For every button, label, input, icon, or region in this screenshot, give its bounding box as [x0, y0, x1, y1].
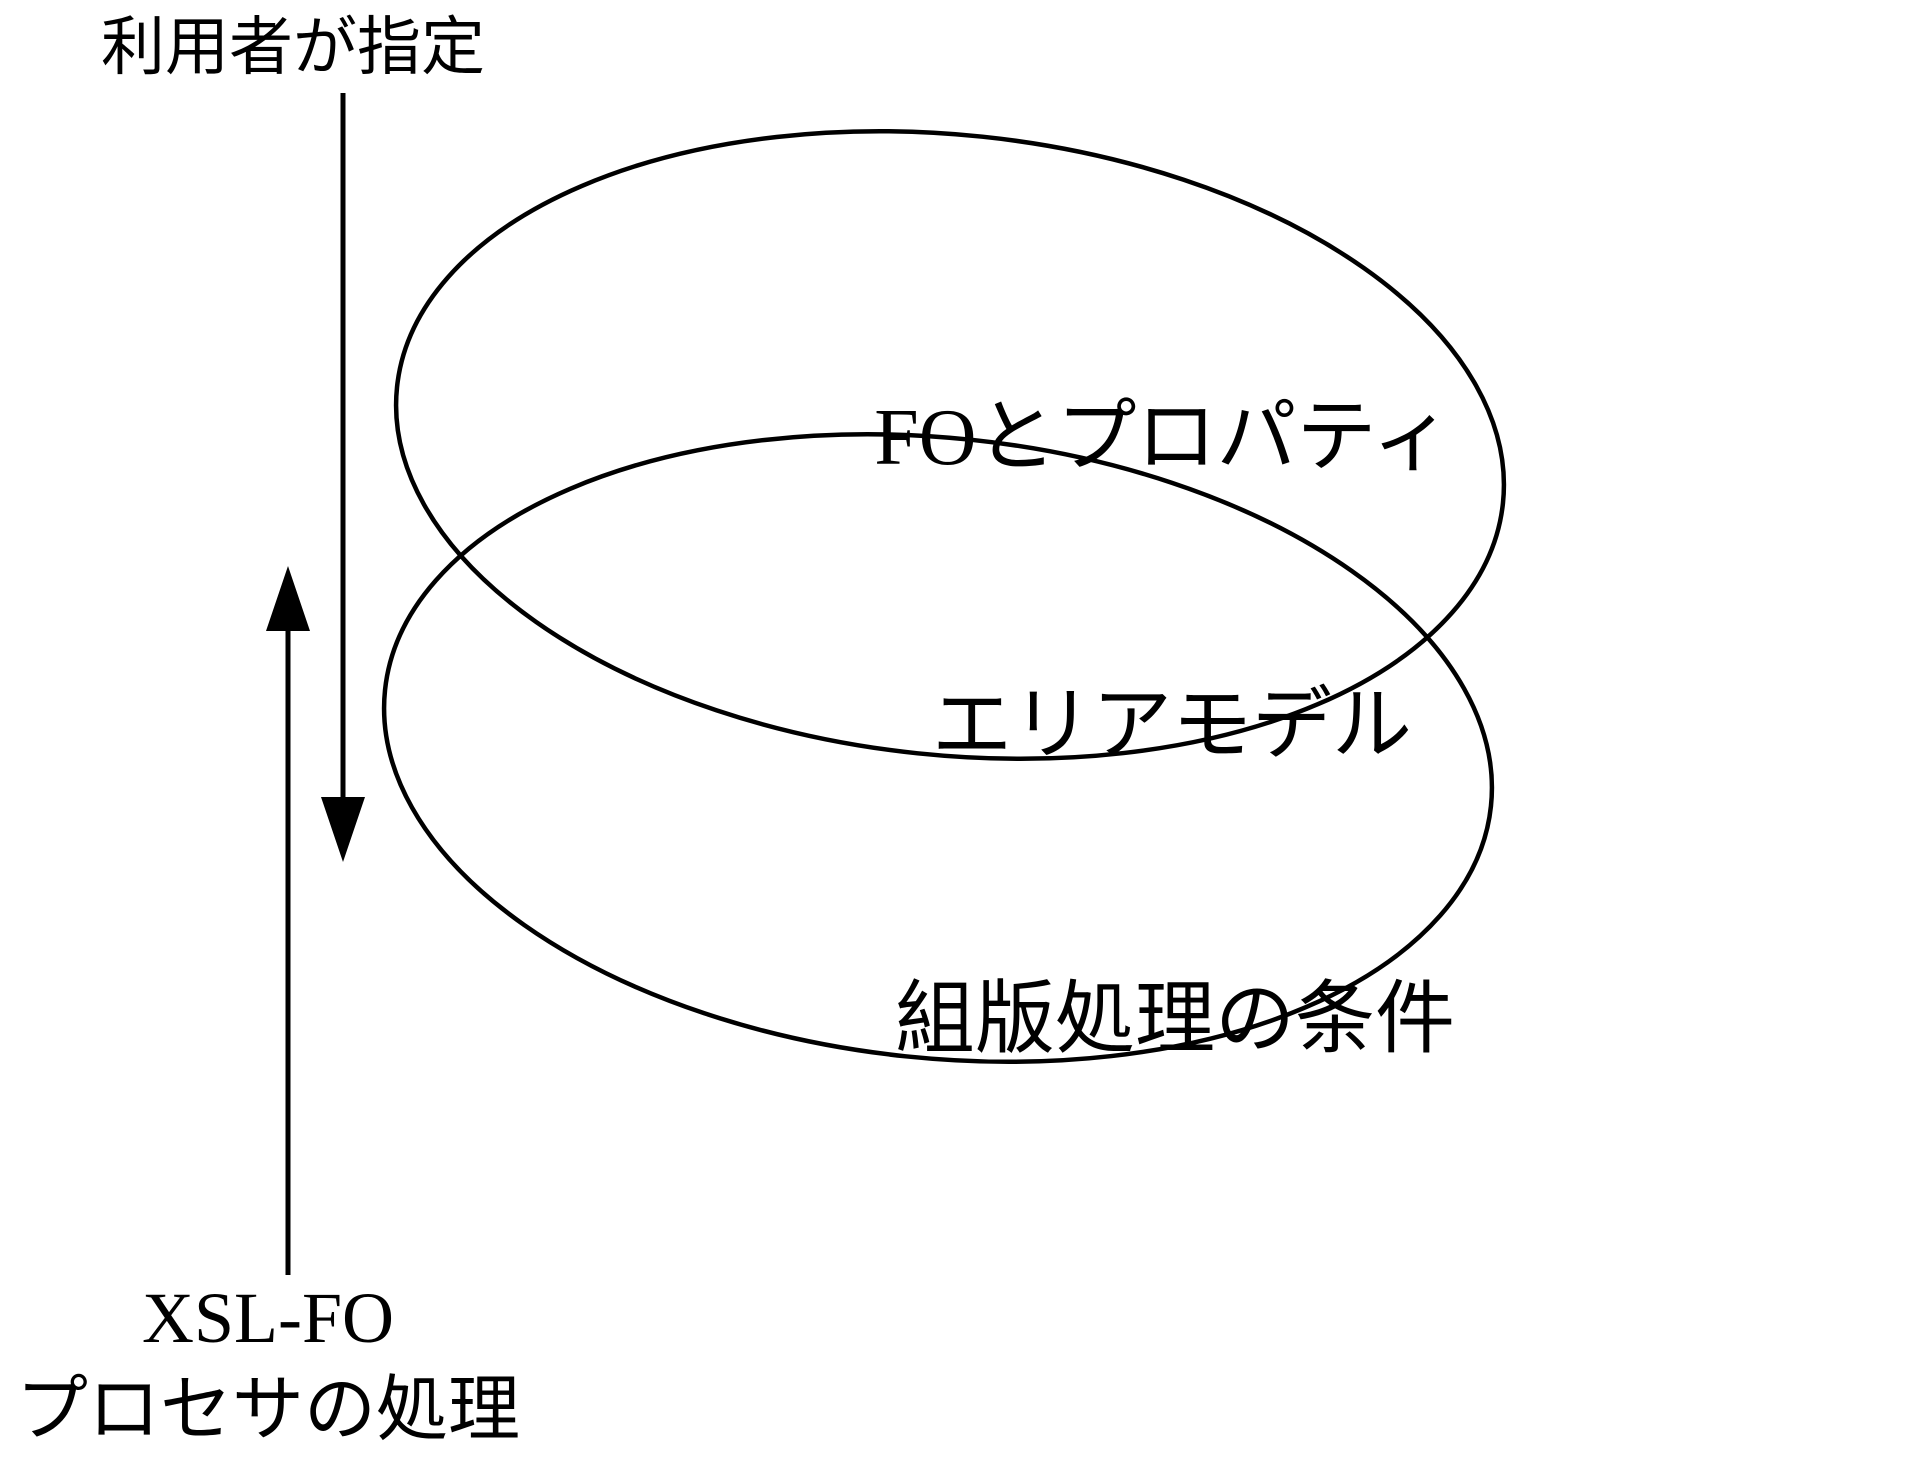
bottom-ellipse-label: 組版処理の条件 — [895, 976, 1455, 1064]
top-ellipse-outline — [393, 129, 1507, 761]
processor-label-line1: XSL-FO — [141, 1277, 395, 1358]
top-ellipse-label: FOとプロパティ — [874, 394, 1452, 482]
down-arrow-head-icon — [321, 797, 365, 862]
processor-label-line2: プロセサの処理 — [15, 1370, 521, 1450]
bottom-ellipse-outline — [381, 432, 1495, 1064]
user-input-label: 利用者が指定 — [101, 12, 485, 83]
overlap-label: エリアモデル — [932, 682, 1412, 770]
up-arrow-head-icon — [266, 566, 310, 631]
processor-label: XSL-FO プロセサの処理 — [16, 1272, 520, 1456]
